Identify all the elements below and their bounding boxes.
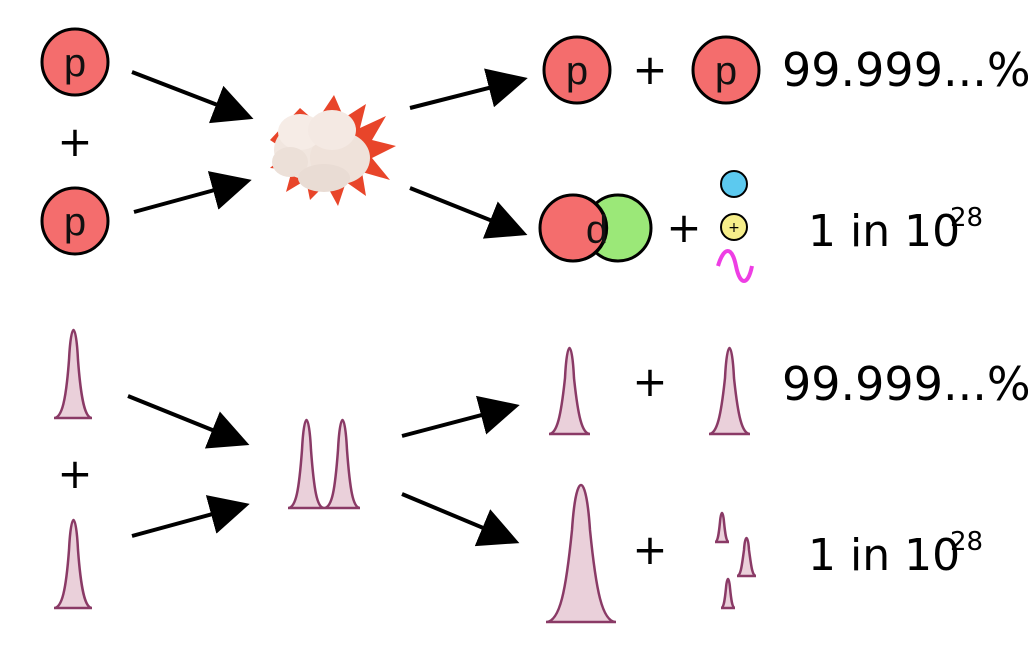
wavepacket-small-2 (736, 536, 757, 578)
probability-rare-top: 1 in 10 28 (808, 203, 983, 257)
plus-sign-output-top: + (632, 45, 667, 94)
wavepacket-out-1 (548, 346, 591, 436)
wavepacket-merged-left (287, 418, 325, 510)
wavepacket-in-lower (53, 518, 93, 610)
wavy-line-icon (716, 249, 754, 283)
positron-sign: + (728, 220, 740, 236)
arrow-wave-out-upper (401, 395, 520, 438)
wavepacket-small-1 (714, 511, 730, 544)
proton-left-bottom: p (40, 186, 110, 256)
positron: + (720, 213, 748, 241)
plus-sign-bottom-left: + (57, 449, 92, 498)
proton-label: p (715, 49, 737, 93)
wavepacket-small-3 (720, 577, 736, 610)
probability-common-top: 99.999...% (782, 43, 1028, 97)
probability-rare-top-exponent: 28 (950, 203, 983, 233)
probability-rare-top-text: 1 in 10 (808, 206, 960, 257)
plus-sign-top-left: + (57, 117, 92, 166)
arrow-wave-out-lower (401, 492, 520, 547)
wavepacket-merged-right (323, 418, 361, 510)
arrow-out-upper (409, 68, 528, 110)
proton-output-2: p (691, 35, 761, 105)
wavepacket-in-upper (53, 328, 93, 420)
deuteron: d (538, 193, 653, 263)
arrow-wave-in-upper (127, 394, 250, 449)
plus-sign-wave-output-top: + (632, 357, 667, 406)
arrow-out-lower (409, 186, 528, 239)
plus-sign-wave-output-bottom: + (632, 525, 667, 574)
proton-label: p (64, 200, 86, 244)
probability-rare-bottom-exponent: 28 (950, 527, 983, 557)
proton-label: p (64, 41, 86, 85)
probability-rare-bottom-text: 1 in 10 (808, 530, 960, 581)
arrow-in-upper (131, 70, 254, 124)
proton-left-top: p (40, 27, 110, 97)
arrow-in-lower (133, 171, 252, 214)
explosion-cloud-icon (270, 95, 396, 206)
deuteron-label: d (586, 208, 608, 252)
wavepacket-out-2 (708, 346, 751, 436)
proton-label: p (566, 49, 588, 93)
plus-sign-output-bottom: + (666, 203, 701, 252)
probability-rare-bottom: 1 in 10 28 (808, 527, 983, 581)
neutrino-dot (720, 170, 748, 198)
probability-common-bottom: 99.999...% (782, 357, 1028, 411)
wavepacket-deuteron (545, 483, 617, 624)
proton-output-1: p (542, 35, 612, 105)
arrow-wave-in-lower (131, 495, 250, 538)
